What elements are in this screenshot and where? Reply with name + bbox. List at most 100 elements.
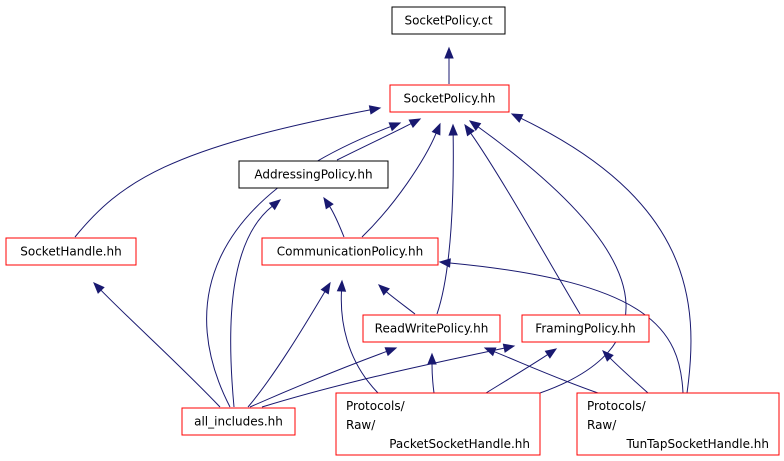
edge-arrowhead xyxy=(93,282,105,294)
edge-arrowhead xyxy=(444,46,454,59)
edge-line xyxy=(329,206,345,238)
edge-arrowhead xyxy=(544,348,558,359)
edge-all_includes_hh-to-communicationpolicy_hh xyxy=(247,281,331,408)
node-label-line: Raw/ xyxy=(346,418,376,432)
node-label: ReadWritePolicy.hh xyxy=(375,322,489,336)
node-readwritepolicy_hh[interactable]: ReadWritePolicy.hh xyxy=(362,314,501,343)
edge-communicationpolicy_hh-to-socketpolicy_hh xyxy=(361,122,441,238)
edge-arrowhead xyxy=(468,120,482,131)
edge-arrowhead xyxy=(320,281,331,295)
edge-tuntapsockethandle_hh-to-framingpolicy_hh xyxy=(602,350,649,394)
edge-line xyxy=(431,363,435,394)
edge-arrowhead xyxy=(438,258,451,268)
node-sockethandle_hh[interactable]: SocketHandle.hh xyxy=(5,237,137,266)
node-label-line: TunTapSocketHandle.hh xyxy=(625,437,769,451)
edge-arrowhead xyxy=(268,199,282,211)
node-box xyxy=(181,407,296,436)
edge-all_includes_hh-to-addressingpolicy_hh xyxy=(230,199,282,408)
node-label: SocketPolicy.ct xyxy=(404,14,492,28)
edge-arrowhead xyxy=(602,350,614,362)
node-box xyxy=(521,314,650,343)
edge-arrowhead xyxy=(388,122,402,132)
edge-line xyxy=(100,289,221,408)
edge-socketpolicy_hh-to-socketpolicy_ct xyxy=(444,46,454,84)
edge-tuntapsockethandle_hh-to-communicationpolicy_hh xyxy=(438,258,684,394)
node-box xyxy=(389,84,510,113)
edge-line xyxy=(74,109,371,238)
node-box xyxy=(362,314,501,343)
edge-communicationpolicy_hh-to-addressingpolicy_hh xyxy=(323,196,345,238)
edge-readwritepolicy_hh-to-socketpolicy_hh xyxy=(436,123,458,315)
edge-line xyxy=(340,290,379,394)
edge-arrowhead xyxy=(448,123,458,136)
edge-all_includes_hh-to-socketpolicy_hh xyxy=(206,122,402,408)
node-label: AddressingPolicy.hh xyxy=(254,168,372,182)
nodes-layer: SocketPolicy.ctSocketPolicy.hhAddressing… xyxy=(5,6,780,456)
edge-arrowhead xyxy=(431,122,441,136)
node-label-line: Raw/ xyxy=(587,418,617,432)
edge-line xyxy=(336,123,412,161)
edge-line xyxy=(609,357,649,394)
edge-arrowhead xyxy=(378,284,390,296)
node-box xyxy=(261,237,439,266)
node-label: CommunicationPolicy.hh xyxy=(277,245,423,259)
edge-addressingpolicy_hh-to-socketpolicy_hh xyxy=(336,118,422,161)
edge-line xyxy=(485,354,548,394)
node-tuntapsockethandle_hh[interactable]: Protocols/Raw/TunTapSocketHandle.hh xyxy=(576,392,780,456)
edge-packetsockethandle_hh-to-socketpolicy_hh xyxy=(468,120,627,394)
edge-all_includes_hh-to-readwritepolicy_hh xyxy=(249,347,398,408)
node-label-line: Protocols/ xyxy=(587,399,647,413)
node-socketpolicy_hh[interactable]: SocketPolicy.hh xyxy=(389,84,510,113)
edge-all_includes_hh-to-framingpolicy_hh xyxy=(261,343,516,408)
node-communicationpolicy_hh[interactable]: CommunicationPolicy.hh xyxy=(261,237,439,266)
node-socketpolicy_ct[interactable]: SocketPolicy.ct xyxy=(391,6,506,35)
edge-line xyxy=(261,347,505,408)
edge-tuntapsockethandle_hh-to-readwritepolicy_hh xyxy=(483,347,599,394)
node-box xyxy=(238,160,389,189)
node-label: SocketHandle.hh xyxy=(20,245,122,259)
node-box xyxy=(391,6,506,35)
node-all_includes_hh[interactable]: all_includes.hh xyxy=(181,407,296,436)
edge-line xyxy=(520,117,692,394)
edge-line xyxy=(249,350,387,408)
edge-line xyxy=(230,205,273,408)
edge-packetsockethandle_hh-to-framingpolicy_hh xyxy=(485,348,558,394)
node-box xyxy=(335,392,541,456)
edge-arrowhead xyxy=(336,279,347,292)
edge-arrowhead xyxy=(483,347,497,357)
edge-line xyxy=(386,291,416,315)
edge-line xyxy=(361,133,437,238)
node-label-line: PacketSocketHandle.hh xyxy=(389,437,530,451)
edge-arrowhead xyxy=(408,118,422,129)
edge-line xyxy=(470,132,581,315)
edge-arrowhead xyxy=(464,123,475,137)
edge-line xyxy=(494,351,599,394)
node-label: FramingPolicy.hh xyxy=(535,322,635,336)
edge-line xyxy=(247,291,326,408)
node-label: SocketPolicy.hh xyxy=(404,92,496,106)
edge-arrowhead xyxy=(384,347,398,357)
edge-tuntapsockethandle_hh-to-socketpolicy_hh xyxy=(510,113,692,394)
node-framingpolicy_hh[interactable]: FramingPolicy.hh xyxy=(521,314,650,343)
node-label-line: Protocols/ xyxy=(346,399,406,413)
edge-packetsockethandle_hh-to-communicationpolicy_hh xyxy=(336,279,379,394)
edge-arrowhead xyxy=(323,196,334,210)
edge-sockethandle_hh-to-socketpolicy_hh xyxy=(74,105,382,238)
edge-arrowhead xyxy=(510,113,524,123)
edges-layer xyxy=(74,46,692,408)
edge-line xyxy=(449,262,684,394)
edge-framingpolicy_hh-to-socketpolicy_hh xyxy=(464,123,581,315)
node-packetsockethandle_hh[interactable]: Protocols/Raw/PacketSocketHandle.hh xyxy=(335,392,541,456)
edge-arrowhead xyxy=(502,343,516,353)
edge-arrowhead xyxy=(368,105,382,115)
node-label: all_includes.hh xyxy=(194,415,283,429)
node-addressingpolicy_hh[interactable]: AddressingPolicy.hh xyxy=(238,160,389,189)
edge-readwritepolicy_hh-to-communicationpolicy_hh xyxy=(378,284,416,315)
edge-line xyxy=(206,126,391,408)
edge-all_includes_hh-to-sockethandle_hh xyxy=(93,282,221,408)
node-box xyxy=(576,392,780,456)
edge-line xyxy=(436,134,454,315)
node-box xyxy=(5,237,137,266)
edge-arrowhead xyxy=(427,352,437,365)
